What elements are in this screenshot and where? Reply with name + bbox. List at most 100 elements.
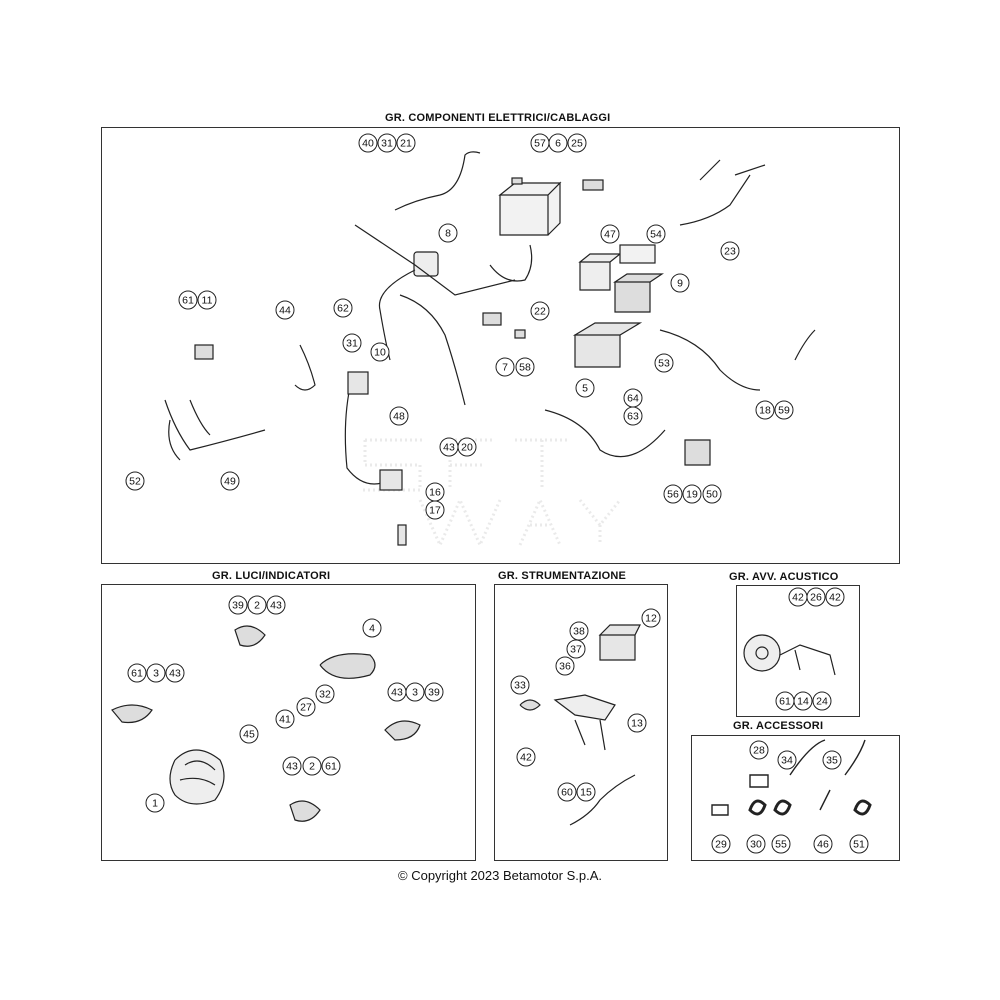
callout-horn-42: 42 — [788, 587, 808, 607]
callout-circle — [302, 756, 322, 776]
callout-number: 64 — [627, 393, 639, 405]
callout-lights-1: 1 — [145, 793, 165, 813]
callout-number: 58 — [519, 362, 531, 374]
callout-circle — [670, 273, 690, 293]
callout-number: 19 — [686, 489, 698, 501]
section-title-electrical: GR. COMPONENTI ELETTRICI/CABLAGGI — [385, 112, 611, 124]
callout-number: 17 — [429, 505, 441, 517]
callout-electrical-56: 56 — [663, 484, 683, 504]
callout-number: 4 — [369, 623, 375, 635]
callout-number: 49 — [224, 476, 236, 488]
section-title-instruments: GR. STRUMENTAZIONE — [498, 570, 627, 582]
clip-58-icon — [514, 329, 526, 339]
callout-electrical-62: 62 — [333, 298, 353, 318]
callout-instruments-42: 42 — [516, 747, 536, 767]
callout-electrical-64: 64 — [623, 388, 643, 408]
section-frame-electrical — [101, 127, 900, 564]
callout-circle — [600, 224, 620, 244]
taillight-icon — [319, 653, 376, 679]
instruments-parts — [519, 624, 641, 826]
callout-circle — [247, 595, 267, 615]
section-title-horn: GR. AVV. ACUSTICO — [729, 571, 839, 583]
speed-sensor-cable-icon — [569, 774, 636, 826]
callout-number: 61 — [325, 761, 337, 773]
spark-plug-cap-icon — [379, 469, 403, 491]
callout-electrical-40: 40 — [358, 133, 378, 153]
callout-instruments-37: 37 — [566, 639, 586, 659]
callout-circle — [424, 682, 444, 702]
callout-instruments-33: 33 — [510, 675, 530, 695]
callout-lights-2: 2 — [247, 595, 267, 615]
callout-number: 43 — [286, 761, 298, 773]
section-frame-instruments — [494, 584, 668, 861]
callout-instruments-12: 12 — [641, 608, 661, 628]
callout-number: 33 — [514, 680, 526, 692]
bracket-35-icon — [844, 739, 866, 776]
lights-parts — [111, 625, 421, 822]
callout-number: 57 — [534, 138, 546, 150]
bracket-46-icon — [819, 789, 831, 811]
callout-number: 25 — [571, 138, 583, 150]
callout-circle — [777, 750, 797, 770]
callout-circle — [220, 471, 240, 491]
callout-circle — [575, 378, 595, 398]
callout-number: 38 — [573, 626, 585, 638]
callout-number: 31 — [346, 338, 358, 350]
callout-number: 39 — [428, 687, 440, 699]
callout-circle — [510, 675, 530, 695]
battery-icon — [498, 181, 562, 236]
callout-lights-32: 32 — [315, 684, 335, 704]
callout-circle — [438, 223, 458, 243]
callout-lights-43: 43 — [165, 663, 185, 683]
callout-circle — [548, 133, 568, 153]
callout-electrical-31: 31 — [377, 133, 397, 153]
clip-7-icon — [482, 312, 502, 326]
harness-18-icon — [659, 329, 761, 391]
callout-circle — [627, 713, 647, 733]
strap-30-icon — [748, 799, 767, 816]
callout-circle — [275, 300, 295, 320]
callout-number: 39 — [232, 600, 244, 612]
harness-59-icon — [794, 329, 816, 361]
clip-28-icon — [749, 774, 769, 788]
part-25-icon — [582, 179, 604, 191]
callout-electrical-8: 8 — [438, 223, 458, 243]
callout-circle — [362, 618, 382, 638]
battery-terminal-icon — [511, 177, 523, 185]
callout-circle — [822, 750, 842, 770]
callout-circle — [720, 241, 740, 261]
callout-number: 27 — [300, 702, 312, 714]
callout-number: 45 — [243, 729, 255, 741]
callout-number: 43 — [443, 442, 455, 454]
callout-accessories-46: 46 — [813, 834, 833, 854]
callout-circle — [145, 793, 165, 813]
callout-number: 41 — [279, 714, 291, 726]
callout-lights-27: 27 — [296, 697, 316, 717]
callout-accessories-29: 29 — [711, 834, 731, 854]
ignition-coil-icon — [684, 439, 711, 466]
callout-electrical-17: 17 — [425, 500, 445, 520]
callout-number: 55 — [775, 839, 787, 851]
callout-circle — [515, 357, 535, 377]
horn-center-icon — [755, 646, 769, 660]
callout-number: 2 — [254, 600, 260, 612]
callout-instruments-60: 60 — [557, 782, 577, 802]
callout-number: 20 — [461, 442, 473, 454]
callout-circle — [178, 290, 198, 310]
callout-accessories-55: 55 — [771, 834, 791, 854]
callout-number: 1 — [152, 798, 158, 810]
callout-number: 50 — [706, 489, 718, 501]
callout-number: 61 — [131, 668, 143, 680]
callout-number: 36 — [559, 661, 571, 673]
callout-lights-39: 39 — [424, 682, 444, 702]
callout-number: 34 — [781, 755, 793, 767]
callout-electrical-25: 25 — [567, 133, 587, 153]
horn-icon — [743, 634, 781, 672]
callout-number: 46 — [817, 839, 829, 851]
clip-29-icon — [711, 804, 729, 816]
callout-circle — [555, 656, 575, 676]
callout-lights-3: 3 — [405, 682, 425, 702]
connector-11-icon — [194, 344, 214, 360]
callout-lights-43: 43 — [266, 595, 286, 615]
callout-number: 42 — [792, 592, 804, 604]
